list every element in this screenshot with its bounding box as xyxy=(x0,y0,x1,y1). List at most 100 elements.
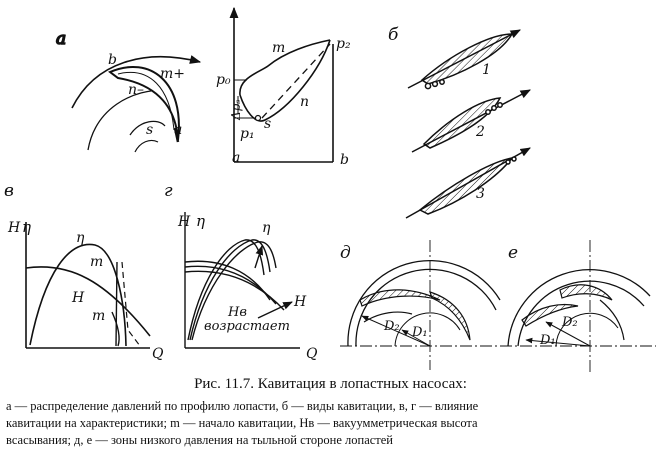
d-blade-1 xyxy=(359,289,441,307)
blade-label-a: a xyxy=(174,122,182,138)
panel-a-label: а xyxy=(56,29,66,49)
panel-a-plot: p₂ p₀ m n Δpₛ p₁ s a b xyxy=(216,6,351,168)
plot-label-p1: p₁ xyxy=(240,126,255,142)
caption-line-1: а — распределение давлений по профилю ло… xyxy=(6,399,479,413)
figure-caption-body: а — распределение давлений по профилю ло… xyxy=(6,398,656,449)
g-label-grows: возрастает xyxy=(204,319,290,334)
profile-label-2: 2 xyxy=(475,124,485,140)
v-label-m-bottom: m xyxy=(92,308,105,324)
flow-arc-lower xyxy=(87,89,171,151)
blade-label-n-minus: n– xyxy=(128,82,144,98)
d-label-D2: D₂ xyxy=(383,319,400,334)
plot-label-s: s xyxy=(264,116,271,132)
plot-label-n: n xyxy=(300,94,309,110)
e-blade-3 xyxy=(599,299,625,341)
e-D2-line xyxy=(545,321,591,347)
profile-1 xyxy=(420,33,514,85)
v-label-m-top: m xyxy=(90,254,103,270)
v-dashed xyxy=(121,261,141,347)
figure-caption-title: Рис. 11.7. Кавитация в лопастных насосах… xyxy=(194,376,467,392)
curve-m xyxy=(239,39,331,96)
e-blade-1 xyxy=(559,284,613,301)
profile-label-3: 3 xyxy=(476,186,485,202)
d-label-D1: D₁ xyxy=(411,325,428,340)
v-label-H: H xyxy=(71,290,85,306)
bubble xyxy=(485,109,491,115)
panel-g: г H η η Hв возрастает H Q xyxy=(164,181,318,362)
panel-g-label: г xyxy=(164,181,173,201)
point-s xyxy=(254,114,262,122)
panel-v-label: в xyxy=(4,181,14,201)
panel-d-label: д xyxy=(340,243,351,263)
panel-e-label: е xyxy=(508,243,518,263)
g-H-3 xyxy=(184,270,285,311)
bubble xyxy=(511,156,517,162)
curve-n xyxy=(239,39,331,122)
panel-a-blade: а b m+ n– s a xyxy=(55,28,202,153)
e-label-D2: D₂ xyxy=(561,315,578,330)
v-axis-H: H xyxy=(7,220,21,236)
d-blade-2 xyxy=(429,291,471,341)
e-inner-ring xyxy=(555,312,619,347)
blade-label-m-plus: m+ xyxy=(160,66,185,82)
plot-label-a: a xyxy=(232,150,240,166)
v-label-Q: Q xyxy=(152,346,164,362)
panel-b: б 1 2 3 xyxy=(388,25,531,219)
caption-line-2: кавитации на характеристики; m — начало … xyxy=(6,416,478,430)
g-axis-eta: η xyxy=(196,212,205,230)
g-H-1 xyxy=(184,260,271,301)
g-label-H: H xyxy=(293,294,307,310)
e-blade-2 xyxy=(521,303,579,327)
blade-label-b: b xyxy=(108,52,117,68)
v-H-drop xyxy=(111,311,120,347)
e-outer-ring xyxy=(507,269,651,347)
v-H-curve xyxy=(25,266,151,337)
panel-d: д D₂ D₁ xyxy=(340,240,501,370)
plot-label-p0: p₀ xyxy=(216,72,231,88)
g-arrow-eta xyxy=(254,245,264,269)
plot-label-dps: Δpₛ xyxy=(229,100,243,121)
g-label-Hb: Hв xyxy=(227,305,247,320)
plot-label-p2: p₂ xyxy=(336,36,351,52)
v-eta-curve xyxy=(29,243,127,347)
bubble xyxy=(439,79,445,85)
v-label-eta: η xyxy=(76,230,85,246)
d-inner-ring xyxy=(394,312,461,347)
plot-label-b: b xyxy=(340,152,349,168)
flow-arc-upper xyxy=(71,55,202,109)
g-eta-2 xyxy=(189,239,271,341)
curve-dashed xyxy=(261,43,331,119)
profile-3 xyxy=(418,156,514,215)
g-axis-H: H xyxy=(177,214,191,230)
g-eta-3 xyxy=(191,241,277,341)
bubble xyxy=(505,159,511,165)
caption-line-3: всасывания; д, е — зоны низкого давления… xyxy=(6,433,393,447)
inner-arc-2 xyxy=(134,139,159,153)
blade-label-s: s xyxy=(146,122,153,138)
panel-v: в H η η m H m Q xyxy=(4,181,164,362)
profile-label-1: 1 xyxy=(482,62,491,78)
panel-e: е D₂ D₁ xyxy=(500,240,656,372)
blade-inner-line xyxy=(117,72,175,131)
d-outer-ring xyxy=(347,259,501,347)
v-eta-drop xyxy=(115,261,118,347)
inner-arc xyxy=(129,120,166,136)
e-label-D1: D₁ xyxy=(539,333,556,348)
g-label-eta: η xyxy=(262,220,271,236)
g-eta-1 xyxy=(187,239,265,341)
plot-label-m: m xyxy=(272,40,285,56)
d-D1-line xyxy=(401,329,431,347)
e-D1-line xyxy=(525,337,591,347)
panel-b-label: б xyxy=(388,25,399,45)
blade-tip xyxy=(173,127,180,143)
d-outer-ring-2 xyxy=(355,268,497,347)
bubble xyxy=(491,105,497,111)
g-arrow-H xyxy=(257,301,293,319)
bubble xyxy=(424,82,432,90)
bubble xyxy=(497,102,503,108)
d-D2-line xyxy=(361,315,431,347)
bubble xyxy=(431,80,439,88)
g-label-Q: Q xyxy=(306,346,318,362)
profile-2 xyxy=(422,97,502,149)
